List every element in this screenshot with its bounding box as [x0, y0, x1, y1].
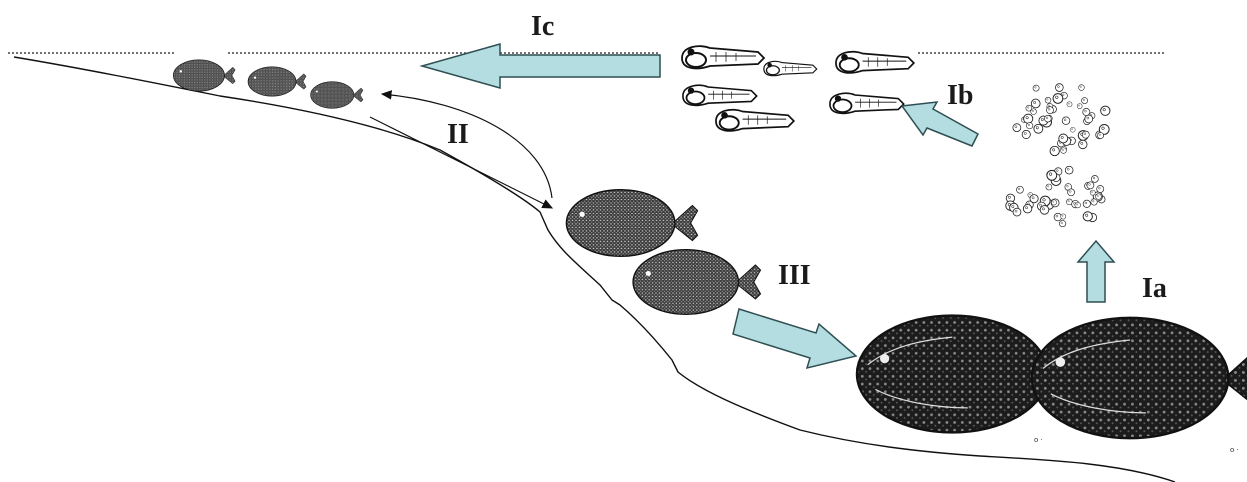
larva-icon — [834, 50, 915, 74]
egg-icon — [1055, 83, 1064, 92]
seafloor-profile — [13, 56, 1176, 482]
larva-icon — [681, 84, 758, 107]
larva-icon — [714, 108, 795, 132]
egg-icon — [1026, 122, 1034, 130]
egg-icon — [1049, 145, 1060, 157]
egg-icon — [1096, 185, 1105, 193]
egg-icon — [1082, 108, 1091, 116]
egg-icon — [1066, 101, 1073, 108]
egg-icon — [1032, 84, 1040, 92]
flatfish-icon — [565, 188, 699, 258]
adult-flatfish-group: o · o · — [855, 314, 1247, 454]
egg-icon — [1059, 220, 1067, 228]
egg-icon — [1060, 147, 1067, 154]
egg-icon — [1078, 84, 1085, 91]
egg-icon — [1029, 194, 1039, 204]
arrow-ib — [900, 101, 979, 147]
arrow-ia — [1076, 239, 1116, 303]
egg-icon — [1074, 201, 1081, 209]
egg-icon — [1012, 123, 1022, 133]
flatfish-icon — [632, 248, 762, 316]
egg-icon — [1058, 133, 1069, 144]
larva-icon — [763, 60, 818, 77]
egg-icon — [1046, 169, 1058, 181]
arrow-ii-up — [380, 90, 553, 199]
larvae-group — [681, 45, 915, 132]
egg-icon — [1016, 185, 1024, 194]
small-mark: o · — [1034, 436, 1043, 444]
egg-icon — [1052, 93, 1064, 104]
egg-icon — [1078, 139, 1088, 150]
egg-icon — [1097, 132, 1104, 139]
egg-icon — [1081, 97, 1088, 104]
arrow-ii-down — [369, 116, 554, 209]
egg-icon — [1081, 130, 1090, 139]
flatfish-icon — [247, 66, 307, 97]
subadult-flatfish-group — [565, 188, 762, 316]
egg-clusters — [1005, 83, 1111, 228]
egg-icon — [1090, 198, 1098, 206]
egg-icon — [1089, 189, 1096, 196]
egg-icon — [1039, 205, 1050, 215]
label-ia: Ia — [1142, 273, 1167, 304]
larva-icon — [681, 45, 765, 70]
egg-icon — [1044, 114, 1052, 123]
small-mark: o · — [1230, 446, 1239, 454]
egg-icon — [1051, 199, 1057, 206]
egg-icon — [1045, 183, 1053, 191]
egg-icon — [1022, 204, 1033, 214]
egg-icon — [1100, 105, 1111, 116]
egg-icon — [1082, 211, 1093, 222]
egg-icon — [1033, 123, 1044, 134]
egg-icon — [1091, 175, 1099, 183]
egg-icon — [1030, 108, 1037, 115]
egg-icon — [1069, 126, 1076, 133]
flatfish-icon — [1030, 316, 1247, 440]
egg-icon — [1084, 114, 1094, 124]
arrow-ii — [369, 90, 554, 209]
stage-labels: Ic Ib Ia II III — [447, 11, 1167, 304]
flatfish-icon — [172, 59, 236, 92]
egg-icon — [1023, 113, 1034, 124]
larva-icon — [828, 92, 905, 115]
label-ic: Ic — [531, 11, 554, 42]
egg-icon — [1086, 181, 1095, 190]
arrow-iii — [732, 308, 858, 370]
egg-icon — [1060, 213, 1067, 220]
egg-icon — [1044, 96, 1052, 104]
egg-icon — [1030, 98, 1041, 109]
label-ib: Ib — [947, 80, 973, 111]
egg-icon — [1046, 106, 1054, 114]
egg-icon — [1021, 129, 1031, 139]
egg-icon — [1061, 116, 1071, 125]
egg-icon — [1067, 188, 1075, 197]
migration-arrows — [419, 43, 1116, 370]
egg-icon — [1012, 207, 1022, 217]
arrow-ic — [419, 43, 661, 89]
egg-icon — [1082, 199, 1091, 208]
flatfish-icon — [310, 81, 364, 109]
egg-icon — [1064, 165, 1074, 175]
label-ii: II — [447, 119, 469, 150]
label-iii: III — [778, 260, 811, 291]
juvenile-flatfish-group — [172, 59, 364, 109]
egg-icon — [1095, 193, 1102, 200]
egg-icon — [1076, 103, 1083, 109]
